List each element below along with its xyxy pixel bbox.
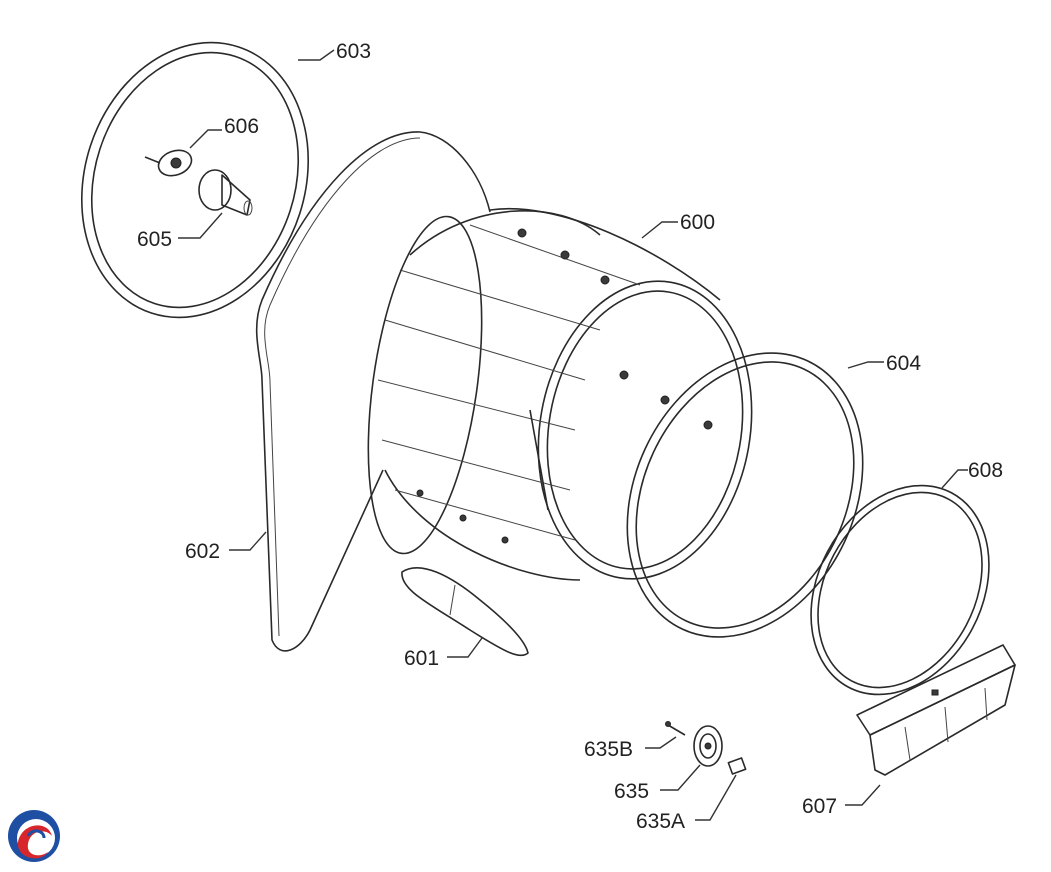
roller-635 — [693, 725, 723, 767]
label-602: 602 — [185, 540, 220, 563]
leader-600 — [641, 221, 678, 239]
roller-screw-635B — [665, 721, 686, 736]
label-601: 601 — [404, 647, 439, 670]
label-635: 635 — [614, 780, 649, 803]
baffle-601 — [401, 567, 529, 657]
label-606: 606 — [224, 115, 259, 138]
label-605: 605 — [137, 228, 172, 251]
front-seal-604 — [626, 352, 864, 638]
bearing-606 — [144, 149, 193, 177]
leader-602 — [229, 531, 267, 551]
drum-600 — [367, 208, 753, 581]
leader-604 — [847, 361, 884, 369]
label-635B: 635B — [584, 738, 633, 761]
label-603: 603 — [336, 40, 371, 63]
leader-605 — [178, 212, 223, 239]
label-608: 608 — [968, 459, 1003, 482]
label-607: 607 — [802, 795, 837, 818]
leader-607 — [845, 784, 881, 806]
label-604: 604 — [886, 352, 921, 375]
leader-608 — [941, 469, 968, 489]
leader-635 — [660, 764, 701, 791]
leader-606 — [189, 129, 222, 149]
label-600: 600 — [680, 211, 715, 234]
leader-603 — [298, 49, 335, 61]
lint-filter-housing-607 — [856, 644, 1016, 776]
swirl-logo-icon — [8, 810, 60, 862]
label-635A: 635A — [636, 810, 685, 833]
belt-602 — [255, 131, 491, 652]
shaft-605 — [198, 169, 253, 216]
leader-601 — [447, 637, 483, 658]
leader-635A — [695, 774, 737, 821]
rear-seal-603 — [80, 41, 310, 319]
leader-635B — [645, 736, 677, 749]
felt-seal-608 — [810, 484, 990, 696]
roller-axle-635A — [727, 757, 747, 775]
